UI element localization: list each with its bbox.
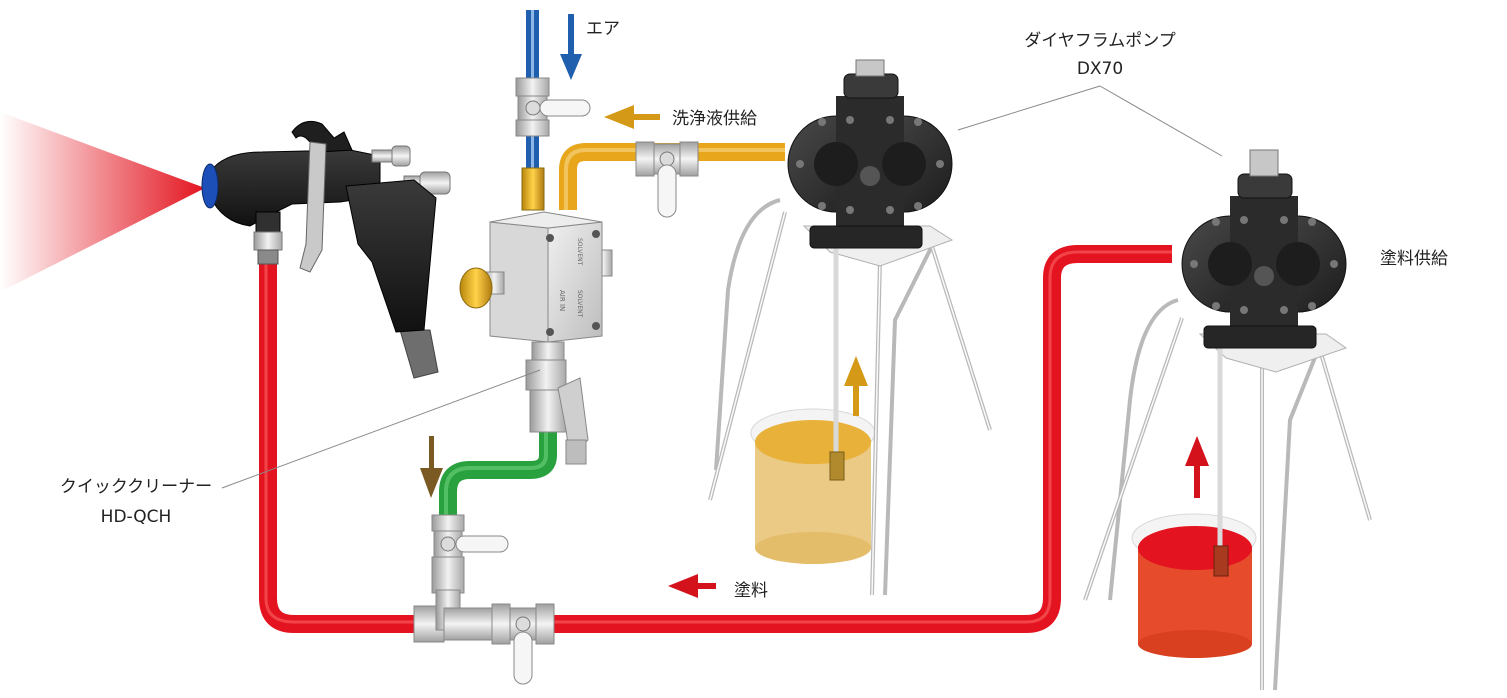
paint-bucket-icon [1131,513,1257,658]
cleaning-bucket-icon [750,408,876,564]
drain-line [439,430,557,515]
cleaner-model-label: HD-QCH [101,507,172,527]
drain-valve-icon[interactable] [431,514,509,594]
cleaning-up-arrow-icon [844,356,868,416]
pump-leader-line-1 [957,85,1101,131]
cleaning-arrow-icon [604,105,660,129]
diaphragm-pump-2-icon [1083,149,1372,691]
drain-arrow-icon [420,436,443,498]
cleaner-air-in-text: AIR IN [558,290,566,311]
cleaner-leader-line [221,369,541,489]
cleaner-solvent-text-2: SOLVENT [576,290,583,318]
spray-cone [0,112,205,292]
air-arrow-icon [560,14,582,80]
paint-arrow-icon [668,574,716,598]
diaphragm-pump-1-icon [708,59,992,596]
paint-supply-label: 塗料供給 [1380,248,1448,269]
paint-label: 塗料 [734,580,768,601]
quick-cleaner-icon: AIR IN SOLVENT SOLVENT [459,211,613,465]
cleaning-supply-label: 洗浄液供給 [672,109,757,129]
air-valve-icon[interactable] [515,77,591,211]
cleaning-valve-icon[interactable] [635,141,699,218]
cleaner-solvent-text: SOLVENT [576,238,583,266]
spray-gun-icon [201,120,451,379]
pump-leader-line-2 [1099,85,1223,157]
cleaner-name-label: クイッククリーナー [60,477,212,497]
paint-valve-icon[interactable] [491,603,555,685]
air-label: エア [586,19,620,39]
paint-up-arrow-icon [1185,436,1209,498]
tee-fitting-icon [413,589,493,643]
pump-name-label: ダイヤフラムポンプ [1024,31,1175,51]
pump-model-label: DX70 [1077,59,1123,79]
